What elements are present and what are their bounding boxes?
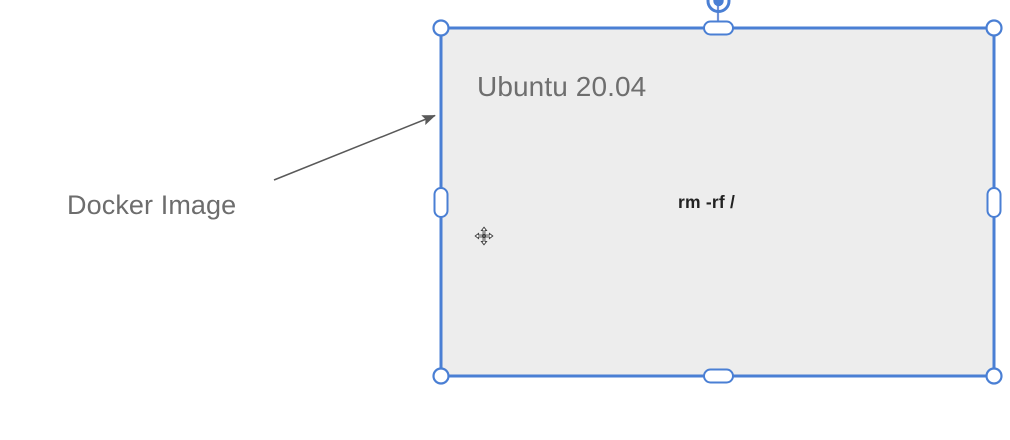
resize-handle-bottom-right[interactable] <box>986 368 1002 384</box>
resize-handle-top-right[interactable] <box>986 20 1002 36</box>
move-four-arrow-icon <box>474 226 494 246</box>
resize-handle-bottom-left[interactable] <box>433 368 449 384</box>
annotation-label-docker-image[interactable]: Docker Image <box>67 190 237 220</box>
resize-handle-middle-right[interactable] <box>986 188 1002 216</box>
resize-handle-bottom-center[interactable] <box>704 368 732 384</box>
resize-handle-top-center[interactable] <box>704 20 732 36</box>
shape-title-text[interactable]: Ubuntu 20.04 <box>477 71 647 102</box>
shape-command-text[interactable]: rm -rf / <box>678 192 736 212</box>
rotation-handle[interactable] <box>710 0 726 10</box>
resize-handle-middle-left[interactable] <box>433 188 449 216</box>
pointer-arrow-icon <box>273 114 436 181</box>
resize-handle-top-left[interactable] <box>433 20 449 36</box>
